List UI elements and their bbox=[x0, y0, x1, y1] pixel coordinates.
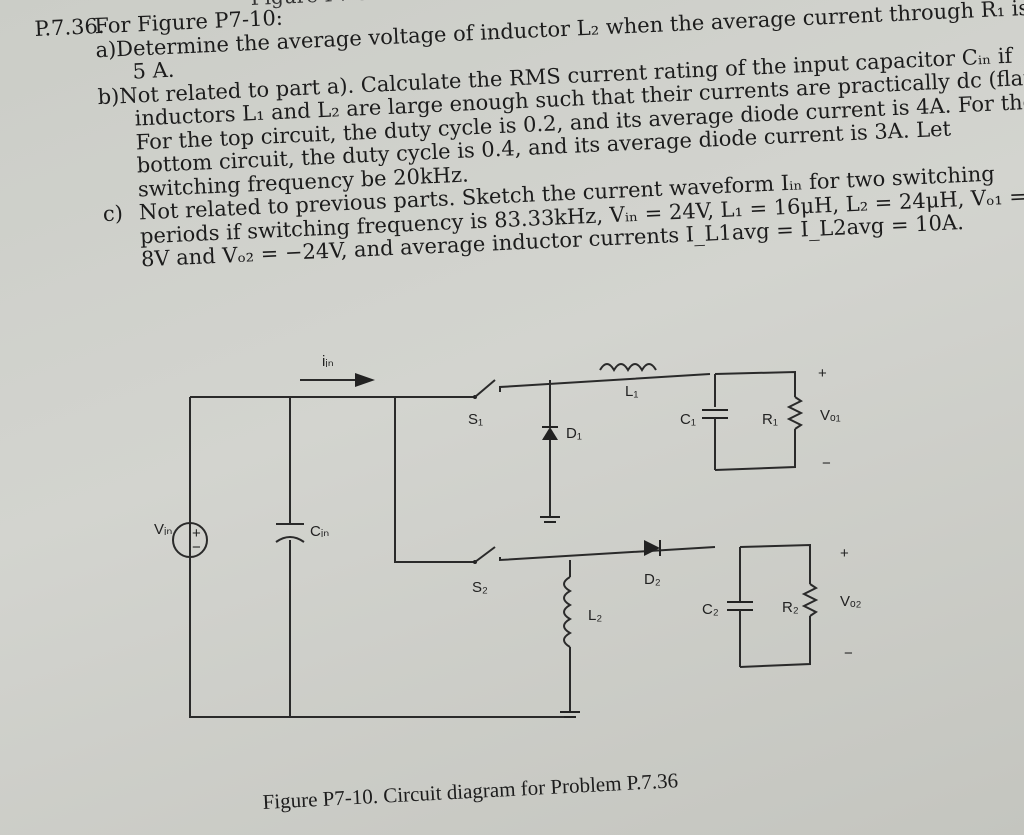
iin-label: iᵢₙ bbox=[322, 353, 334, 370]
r1-bottom-wire bbox=[714, 429, 796, 471]
iin-arrow-head bbox=[355, 373, 375, 387]
vo1-label: Vₒ₁ bbox=[820, 407, 841, 424]
r1-label: R₁ bbox=[762, 411, 778, 428]
s1-label: S₁ bbox=[468, 411, 483, 428]
vo1-plus: + bbox=[818, 365, 827, 382]
r1-resistor bbox=[786, 396, 804, 430]
l2-inductor bbox=[563, 576, 572, 648]
l1-inductor bbox=[599, 363, 657, 372]
s2-blade bbox=[474, 546, 496, 563]
figure-caption: Figure P7-10. Circuit diagram for Proble… bbox=[262, 768, 679, 814]
d2-label: D₂ bbox=[644, 571, 661, 588]
r2-top-wire bbox=[739, 543, 811, 584]
vin-plus: + bbox=[192, 525, 201, 542]
vo2-plus: + bbox=[840, 545, 849, 562]
vin-minus: − bbox=[192, 539, 201, 556]
s1-blade bbox=[474, 379, 496, 398]
l2-label: L₂ bbox=[588, 607, 602, 624]
c2-label: C₂ bbox=[702, 601, 719, 618]
vo2-minus: − bbox=[844, 645, 853, 662]
r1-top-wire bbox=[714, 370, 796, 397]
d2-diode bbox=[644, 540, 660, 556]
s2-output-wire bbox=[499, 546, 716, 562]
r2-label: R₂ bbox=[782, 599, 799, 616]
problem-number: P.7.36. bbox=[33, 13, 105, 41]
s1-output-wire bbox=[499, 373, 711, 392]
vin-label: Vᵢₙ bbox=[154, 521, 172, 538]
part-a-label: a) bbox=[94, 36, 117, 62]
vo1-minus: − bbox=[822, 455, 831, 472]
l1-label: L₁ bbox=[625, 383, 638, 400]
s2-feed-wire bbox=[394, 397, 475, 563]
r2-bottom-wire bbox=[739, 616, 811, 668]
left-bottom-rail-wire bbox=[189, 397, 573, 718]
vin-source bbox=[172, 522, 208, 558]
problem-text: P.7.36. For Figure P7-10: a) Determine t… bbox=[33, 0, 1024, 276]
d1-diode bbox=[542, 427, 558, 440]
circuit-diagram: iᵢₙ + − Vᵢₙ Cᵢₙ S₁ D₁ L₁ C₁ bbox=[154, 353, 862, 718]
r2-resistor bbox=[801, 583, 819, 617]
s2-label: S₂ bbox=[472, 579, 488, 596]
cin-label: Cᵢₙ bbox=[310, 523, 329, 540]
d1-label: D₁ bbox=[566, 425, 582, 442]
c1-label: C₁ bbox=[680, 411, 696, 428]
part-c-label: c) bbox=[102, 201, 124, 227]
part-b-label: b) bbox=[97, 83, 120, 109]
vo2-label: Vₒ₂ bbox=[840, 593, 862, 610]
cin-plate-bottom bbox=[275, 536, 305, 543]
